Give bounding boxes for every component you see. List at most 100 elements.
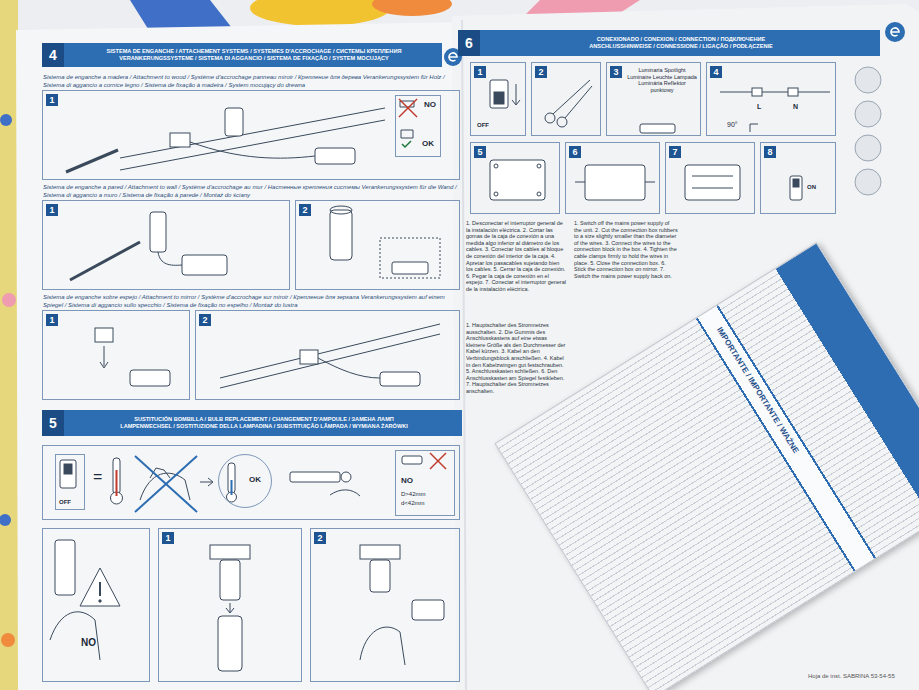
instruction-text: 1. Switch off the mains power supply of … <box>574 220 678 279</box>
line-drawing <box>60 460 76 488</box>
booklet-title: IMPORTANTE / IMPORTANTE / WAŻNE <box>714 326 860 552</box>
line-drawing <box>430 453 446 469</box>
line-drawing <box>401 130 413 138</box>
angle: 90° <box>727 121 738 129</box>
line-drawing <box>220 324 440 378</box>
figure-frame: 1 <box>158 528 302 682</box>
line-drawing <box>430 453 446 469</box>
line-drawing <box>392 262 428 274</box>
line-drawing <box>66 150 118 172</box>
line-drawing <box>231 480 233 495</box>
line-drawing <box>685 165 740 200</box>
dimension: D>42mm <box>401 490 426 498</box>
icon-circle <box>855 67 881 93</box>
status-text: NO <box>401 477 413 485</box>
line-drawing <box>575 182 585 183</box>
background <box>0 0 18 690</box>
icon-circle <box>855 135 881 161</box>
line-drawing <box>537 164 541 168</box>
step-number: 8 <box>764 146 776 158</box>
step-frame: 3Luminaria Spotlight Luminaire Leuchte L… <box>606 62 701 136</box>
step-number: 4 <box>710 66 722 78</box>
line-drawing <box>545 113 555 123</box>
line-drawing <box>135 456 197 512</box>
line-drawing <box>399 99 417 117</box>
step-number: 1 <box>46 204 58 216</box>
line-drawing <box>402 456 422 464</box>
line-drawing <box>220 560 240 600</box>
instruction-text: 1. Hauptschalter des Stromnetzes ausscha… <box>466 322 566 395</box>
figure-frame: Sistema de enganche a madera / Attachmen… <box>42 90 460 180</box>
figure-frame: 2 <box>310 528 460 682</box>
status-text: NO <box>424 101 436 109</box>
line-drawing <box>130 370 170 386</box>
line-drawing <box>318 358 380 378</box>
icon-circle <box>855 169 881 195</box>
line-drawing <box>720 92 830 93</box>
step-frame: 6 <box>565 142 660 214</box>
caption: Sistema de enganche a pared / Attachment… <box>43 183 463 199</box>
caption: Sistema de enganche sobre espejo / Attac… <box>43 293 463 309</box>
line-drawing <box>692 188 733 189</box>
line-drawing <box>220 334 440 388</box>
section-heading: CONEXIONADO / CONEXION / CONNECTION / ПО… <box>486 36 876 44</box>
section-number: 6 <box>458 30 480 56</box>
line-drawing <box>645 182 655 183</box>
section-number: 4 <box>42 43 64 67</box>
background <box>2 293 16 307</box>
brand-logo <box>891 28 899 36</box>
icon-circle <box>855 101 881 127</box>
line-drawing <box>360 627 405 665</box>
line-drawing <box>120 120 385 170</box>
line-drawing <box>116 470 118 496</box>
line-drawing <box>99 582 101 596</box>
line-drawing <box>640 124 675 133</box>
section-heading: SISTEMA DE ENGANCHE / ATTACHEMENT SYSTEM… <box>70 48 438 56</box>
line-drawing <box>170 133 190 147</box>
step-number: 6 <box>569 146 581 158</box>
line-drawing <box>190 142 315 158</box>
paper-sheet <box>462 20 466 690</box>
line-drawing <box>692 176 733 177</box>
safety-booklet: IMPORTANTE / IMPORTANTE / WAŻNE <box>494 242 919 690</box>
step-frame: 4LN90° <box>706 62 836 136</box>
line-drawing <box>50 612 100 660</box>
line-drawing <box>490 80 508 108</box>
line-drawing <box>140 473 190 500</box>
section-heading: SUSTITUCIÓN BOMBILLA / BULB REPLACEMENT … <box>70 416 458 424</box>
line-drawing <box>490 160 545 200</box>
step-number: 1 <box>162 532 174 544</box>
line-drawing <box>788 88 798 96</box>
figure-frame: Sistema de enganche sobre espejo / Attac… <box>42 310 190 400</box>
line-drawing <box>218 616 242 671</box>
size-box: NOD>42mmd<42mm <box>395 450 455 516</box>
line-drawing <box>399 99 417 117</box>
step-number: 1 <box>46 314 58 326</box>
line-drawing <box>752 88 762 96</box>
line-drawing <box>585 165 645 200</box>
line-drawing <box>494 192 498 196</box>
switch-label: OFF <box>59 498 71 506</box>
icon-circle <box>855 67 881 195</box>
brand-logo <box>449 53 457 61</box>
background <box>1 633 15 647</box>
section-heading: ANSCHLUSSHINWEISE / CONNESSIONE / LIGAÇÃ… <box>486 43 876 51</box>
status-text: OK <box>422 140 434 148</box>
switch-label: ON <box>807 183 816 191</box>
brand-logo <box>885 22 905 42</box>
section-band: 5SUSTITUCIÓN BOMBILLA / BULB REPLACEMENT… <box>42 410 462 436</box>
line-drawing <box>494 92 504 104</box>
background <box>0 514 11 526</box>
line-drawing <box>210 545 250 559</box>
section-band: 4 SISTEMA DE ENGANCHE / ATTACHEMENT SYSTE… <box>42 43 442 67</box>
line-drawing <box>225 108 243 136</box>
line-drawing <box>793 179 799 187</box>
background <box>0 114 12 126</box>
line-drawing <box>99 600 101 602</box>
terminal-name: N <box>793 103 798 111</box>
line-drawing <box>330 206 352 214</box>
check-circle: OK <box>218 454 272 508</box>
figure-frame: NO <box>42 528 150 682</box>
line-drawing <box>300 350 318 364</box>
